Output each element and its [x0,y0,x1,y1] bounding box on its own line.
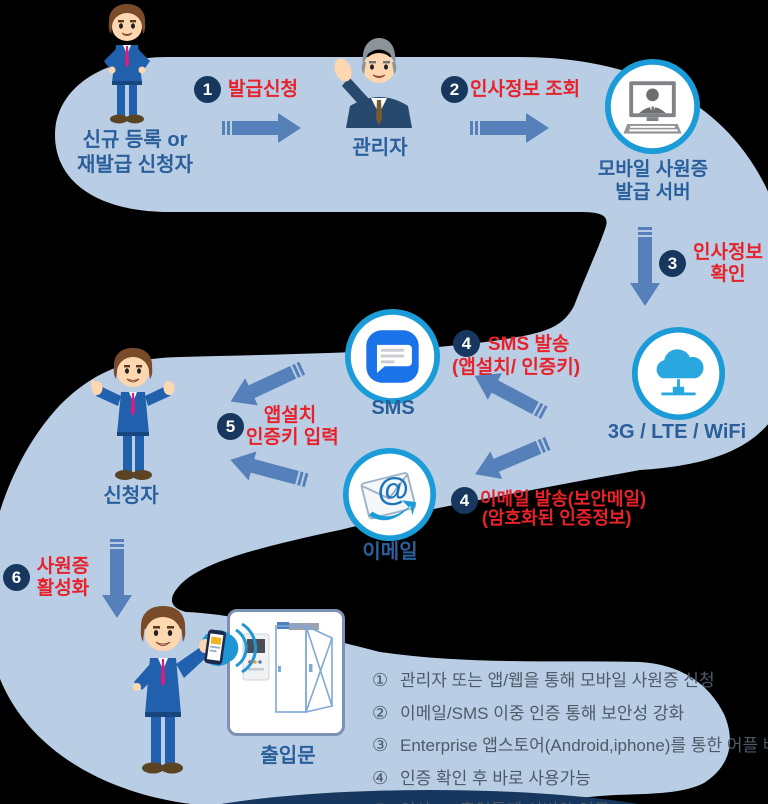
door-illustration [227,609,345,736]
network-label: 3G / LTE / WiFi [607,421,747,443]
note-item: ① 관리자 또는 앱/웹을 통해 모바일 사원증 신청 [372,666,768,691]
ribbon-bottom-edge [221,790,639,804]
note-item: ⑤ 인사DB/출입통제 서버와 연동 [372,796,768,804]
step-4-sms-sublabel: (앱설치/ 인증키) [452,357,581,378]
arrow-manager-to-server [470,111,550,145]
note-item: ③ Enterprise 앱스토어(Android,iphone)를 통한 어플… [372,731,768,756]
nfc-waves-icon [229,622,258,674]
step-1-label: 발급신청 [228,79,298,100]
note-number: ② [372,702,389,723]
applicant-character [91,348,175,480]
note-text: Enterprise 앱스토어(Android,iphone)를 통한 어플 배… [400,736,768,755]
step-3-badge: 3 [659,250,686,277]
step-4-email-sublabel: (암호화된 인증정보) [482,508,632,528]
note-text: 관리자 또는 앱/웹을 통해 모바일 사원증 신청 [400,671,715,690]
step-2-badge: 2 [441,76,468,103]
employee-with-phone-character [133,606,258,774]
manager-label: 관리자 [352,137,408,159]
note-number: ① [372,670,389,690]
arrow-applicant-to-manager [222,111,302,145]
arrow-network-to-email [468,428,555,491]
step-6-badge: 6 [3,564,30,591]
arrow-sms-to-applicant [223,353,310,418]
notes-list: ① 관리자 또는 앱/웹을 통해 모바일 사원증 신청 ② 이메일/SMS 이중… [372,666,768,804]
manager-character [334,38,412,128]
step-4-sms-badge: 4 [453,330,480,357]
note-text: 이메일/SMS 이중 인증 통해 보안성 강화 [400,703,685,723]
step-4-sms-label: SMS 발송 [488,334,570,355]
note-text: 인증 확인 후 바로 사용가능 [400,768,591,788]
note-number: ⑤ [372,800,400,804]
step-5-badge: 5 [217,413,244,440]
cloud-network-icon [631,326,726,421]
sms-label: SMS [371,397,415,419]
note-number: ③ [372,735,389,755]
new-applicant-label: 신규 등록 or 재발급 신청자 [77,129,193,176]
note-item: ② 이메일/SMS 이중 인증 통해 보안성 강화 [372,699,768,724]
arrow-email-to-applicant [225,443,311,497]
email-icon: @ [342,447,437,542]
sms-icon [344,308,441,405]
new-applicant-character [104,4,150,124]
step-2-label: 인사정보 조회 [470,79,581,100]
step-3-label: 인사정보 확인 [693,242,763,285]
arrow-network-to-sms [466,360,553,428]
arrow-server-to-network [628,227,662,307]
step-1-badge: 1 [194,76,221,103]
server-label: 모바일 사원증 발급 서버 [597,159,709,204]
step-5-label: 앱설치 인증키 입력 [246,405,339,448]
step-4-email-badge: 4 [451,487,478,514]
server-icon [604,58,701,155]
note-item: ④ 인증 확인 후 바로 사용가능 [372,764,768,789]
applicant-label: 신청자 [103,485,159,507]
note-number: ④ [372,767,389,788]
email-label: 이메일 [362,541,418,563]
step-4-email-label: 이메일 발송(보안메일) [480,489,647,509]
arrow-to-door [100,539,134,619]
note-text: 인사DB/출입통제 서버와 연동 [400,796,610,804]
step-6-label: 사원증 활성화 [36,556,90,599]
door-label: 출입문 [260,745,316,767]
